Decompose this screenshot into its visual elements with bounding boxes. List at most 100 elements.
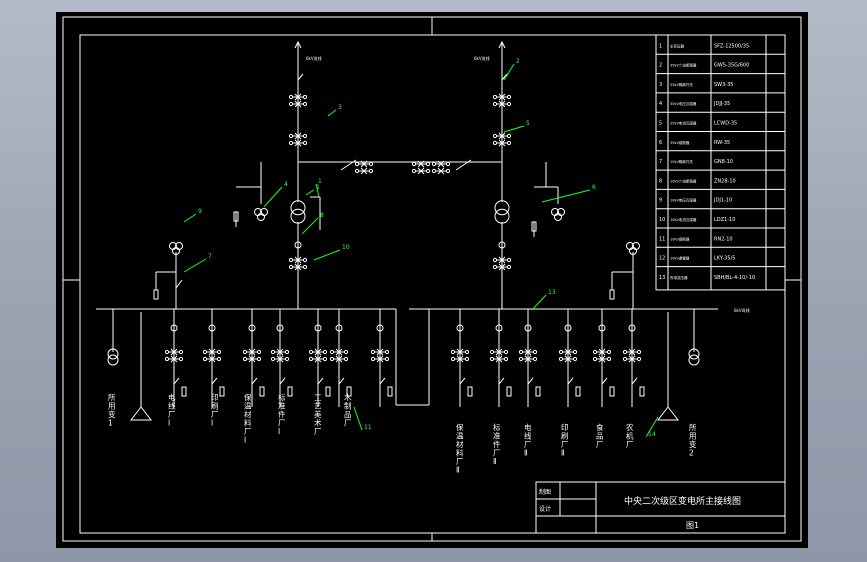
breaker-dot bbox=[216, 356, 222, 362]
feeder-ct bbox=[335, 324, 343, 332]
table-name: 35kV隔离开关 bbox=[670, 82, 693, 87]
disconnector-blade bbox=[297, 73, 304, 81]
feeder-blade bbox=[279, 377, 286, 385]
breaker-dot bbox=[308, 356, 314, 362]
breaker-cross bbox=[628, 348, 636, 356]
feeder-ct bbox=[598, 324, 606, 332]
breaker-dot bbox=[425, 161, 431, 167]
feeder-ct bbox=[170, 324, 178, 332]
feeder-fuse bbox=[575, 386, 581, 397]
winding bbox=[107, 354, 119, 366]
breaker-cross bbox=[495, 355, 503, 363]
breaker-cross bbox=[276, 355, 284, 363]
table-name: 35kV电压互感器 bbox=[670, 101, 697, 106]
winding bbox=[107, 348, 119, 360]
breaker-cross bbox=[498, 139, 506, 147]
table-no: 4 bbox=[659, 101, 662, 107]
breaker-cross bbox=[294, 256, 302, 264]
breaker-dot bbox=[164, 356, 170, 362]
table-name: 主变压器 bbox=[670, 43, 684, 48]
switch-group-35kv bbox=[288, 100, 308, 108]
disconnector-blade bbox=[175, 279, 183, 289]
callout-9: 9 bbox=[198, 208, 202, 215]
feeder-fuse bbox=[639, 386, 645, 397]
disconnector-blade bbox=[501, 73, 508, 81]
winding bbox=[290, 200, 306, 216]
callout-leader bbox=[503, 63, 515, 81]
breaker-dot bbox=[411, 168, 417, 174]
feeder-switch bbox=[489, 348, 509, 356]
breaker-cross bbox=[335, 348, 343, 356]
feeder-switch bbox=[308, 355, 328, 363]
table-name: 35kV电流互感器 bbox=[670, 121, 697, 126]
main-transformer-left bbox=[290, 200, 306, 224]
breaker-cross bbox=[417, 167, 425, 175]
breaker-cross bbox=[498, 263, 506, 271]
feeder-blade bbox=[527, 377, 534, 385]
feeder-ct bbox=[564, 324, 572, 332]
table-model: RW-35 bbox=[714, 140, 730, 146]
breaker-dot bbox=[302, 264, 308, 270]
breaker-dot bbox=[558, 349, 564, 355]
callout-10: 10 bbox=[342, 244, 350, 251]
main-transformer-right bbox=[494, 200, 510, 224]
breaker-cross bbox=[294, 93, 302, 101]
feeder-ct bbox=[314, 324, 322, 332]
table-model: SBH/BL-4-10/-10 bbox=[714, 275, 755, 281]
tie-blade bbox=[455, 159, 472, 171]
breaker-cross bbox=[276, 348, 284, 356]
incoming-label-right: 6kV进线 bbox=[474, 55, 490, 61]
switch-group-35kv bbox=[288, 132, 308, 140]
inner-frame bbox=[79, 34, 786, 534]
table-name: 10kV电流互感器 bbox=[670, 217, 697, 222]
breaker-dot bbox=[492, 101, 498, 107]
feeder-ct bbox=[248, 324, 256, 332]
table-name: 35kV熔断器 bbox=[670, 140, 690, 145]
feeder-label-left: 木制品厂 bbox=[344, 392, 352, 428]
pt-coil bbox=[257, 213, 265, 221]
feeder-switch bbox=[558, 355, 578, 363]
table-no: 5 bbox=[659, 121, 662, 127]
table-no: 12 bbox=[659, 256, 665, 262]
breaker-dot bbox=[368, 168, 374, 174]
feeder-blade bbox=[567, 377, 574, 385]
breaker-dot bbox=[256, 349, 262, 355]
breaker-dot bbox=[431, 168, 437, 174]
callout-leader bbox=[353, 406, 363, 431]
callout-leader bbox=[327, 109, 337, 117]
feeder-label-left-text: 工艺美术厂 bbox=[314, 393, 322, 436]
title-label-designed: 设计 bbox=[539, 505, 551, 513]
table-model: SFZ-12500/35 bbox=[714, 43, 749, 49]
switch-group-10kv bbox=[492, 263, 512, 271]
table-name: 10kV避雷器 bbox=[670, 256, 690, 261]
breaker-dot bbox=[572, 356, 578, 362]
switch-group-35kv bbox=[492, 100, 512, 108]
breaker-dot bbox=[178, 349, 184, 355]
breaker-cross bbox=[248, 348, 256, 356]
feeder-switch bbox=[164, 348, 184, 356]
tie-switch bbox=[431, 160, 451, 168]
table-model: GN8-10 bbox=[714, 159, 733, 165]
callout-leader bbox=[305, 189, 315, 196]
table-model: ZN28-10 bbox=[714, 178, 736, 184]
callout-leader bbox=[183, 258, 207, 273]
callout-leader bbox=[315, 183, 320, 198]
table-name: 35kV少油断路器 bbox=[670, 63, 697, 68]
feeder-fuse bbox=[287, 386, 293, 397]
feeder-switch bbox=[308, 348, 328, 356]
breaker-cross bbox=[314, 355, 322, 363]
breaker-dot bbox=[492, 264, 498, 270]
breaker-dot bbox=[370, 356, 376, 362]
breaker-dot bbox=[506, 101, 512, 107]
breaker-dot bbox=[329, 349, 335, 355]
breaker-dot bbox=[492, 94, 498, 100]
feeder-blade bbox=[317, 377, 324, 385]
breaker-dot bbox=[506, 264, 512, 270]
breaker-cross bbox=[294, 139, 302, 147]
breaker-dot bbox=[288, 101, 294, 107]
